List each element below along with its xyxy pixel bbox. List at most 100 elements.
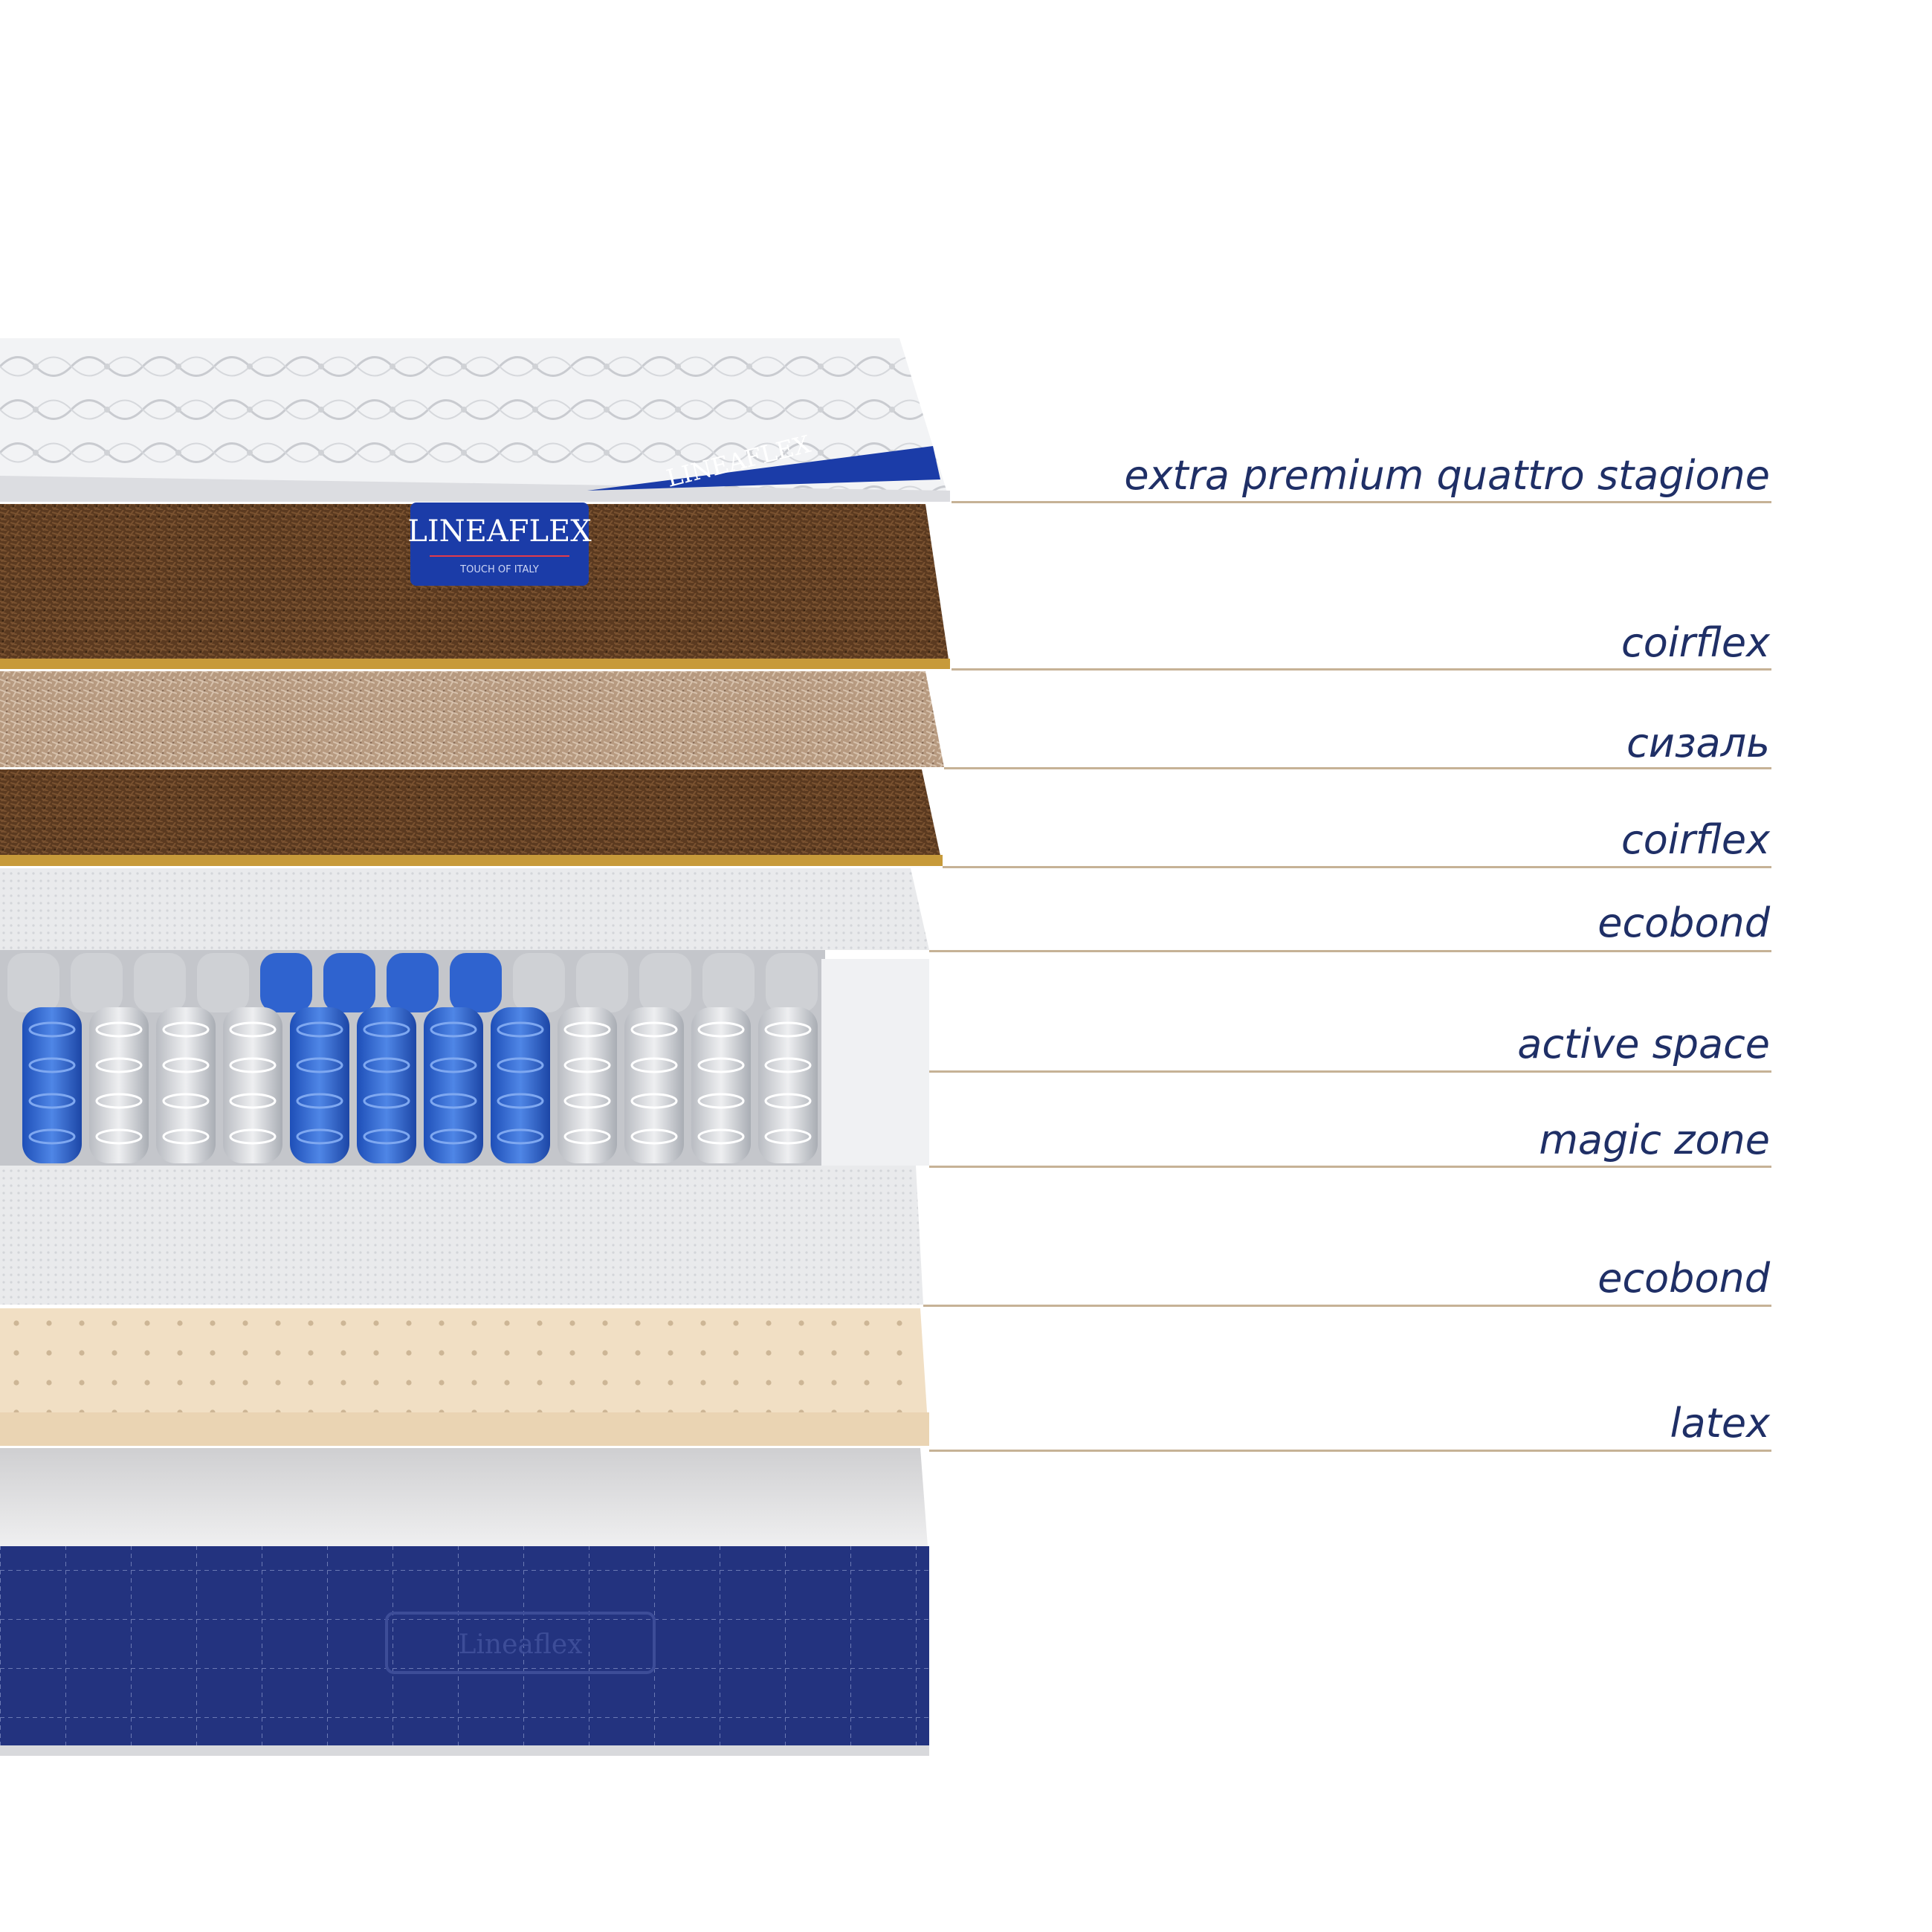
foam-edge: [821, 959, 929, 1166]
label-ecobond-1: ecobond: [1597, 899, 1770, 946]
spring-coil-ring: [363, 1093, 410, 1109]
spring-coil-ring: [563, 1021, 611, 1038]
spring-coil-ring: [563, 1057, 611, 1073]
layer-ecobond-1: [0, 868, 929, 950]
spring-coil: [89, 1007, 149, 1163]
spring-coil-ring: [764, 1021, 812, 1038]
leader-line-coirflex-2: [943, 866, 1771, 868]
label-coirflex-1: coirflex: [1621, 619, 1770, 666]
spring-coil-ring: [430, 1057, 477, 1073]
spring-coil-ring: [229, 1057, 277, 1073]
spring-coil-back: [197, 953, 249, 1012]
spring-coil-ring: [430, 1021, 477, 1038]
spring-coil-ring: [697, 1021, 745, 1038]
label-coirflex-2: coirflex: [1621, 816, 1770, 863]
spring-coil-ring: [162, 1093, 210, 1109]
spring-coil-ring: [95, 1093, 143, 1109]
layer-active-space: [0, 950, 929, 1166]
spring-coil-ring: [296, 1057, 343, 1073]
spring-coil-ring: [430, 1093, 477, 1109]
leader-line-quattro-stagione: [952, 501, 1771, 503]
base-emblem: Lineaflex: [459, 1629, 583, 1660]
spring-coil: [624, 1007, 684, 1163]
spring-coil-ring: [95, 1057, 143, 1073]
layer-sisal: [0, 671, 944, 767]
spring-coil-back: [450, 953, 502, 1012]
spring-coils: [7, 953, 818, 1163]
spring-coil-back: [702, 953, 755, 1012]
spring-coil-ring: [28, 1057, 76, 1073]
spring-coil-ring: [162, 1128, 210, 1145]
spring-coil-ring: [497, 1128, 544, 1145]
spring-coil-ring: [162, 1057, 210, 1073]
layer-coirflex-2: [0, 769, 943, 866]
label-sisal: сизаль: [1626, 720, 1770, 766]
spring-coil-ring: [697, 1128, 745, 1145]
spring-coil-ring: [296, 1021, 343, 1038]
spring-coil-ring: [363, 1021, 410, 1038]
spring-coil-ring: [764, 1057, 812, 1073]
layer-quattro-stagione: LINEAFLEX: [0, 338, 950, 502]
label-quattro-stagione: extra premium quattro stagione: [1124, 452, 1770, 499]
spring-coil-back: [134, 953, 186, 1012]
spring-coil-back: [71, 953, 123, 1012]
spring-coil-back: [513, 953, 565, 1012]
spring-coil-back: [639, 953, 691, 1012]
spring-coil-ring: [563, 1128, 611, 1145]
spring-coil-back: [7, 953, 59, 1012]
spring-coil-ring: [95, 1021, 143, 1038]
spring-coil-ring: [630, 1128, 678, 1145]
spring-coil: [491, 1007, 550, 1163]
brand-tag-name: LINEAFLEX: [407, 514, 592, 549]
leader-line-latex: [929, 1450, 1771, 1452]
label-active-space: active space: [1517, 1021, 1770, 1067]
spring-coil-back: [260, 953, 312, 1012]
spring-coil: [424, 1007, 483, 1163]
brand-tag-tagline: TOUCH OF ITALY: [459, 564, 539, 575]
layer-base: Lineaflex: [0, 1448, 929, 1756]
spring-coil-back: [387, 953, 439, 1012]
spring-coil-ring: [229, 1021, 277, 1038]
spring-coil-ring: [563, 1093, 611, 1109]
spring-coil-ring: [497, 1057, 544, 1073]
spring-coil-ring: [430, 1128, 477, 1145]
spring-coil-back: [766, 953, 818, 1012]
spring-coil-ring: [229, 1128, 277, 1145]
spring-coil-ring: [630, 1021, 678, 1038]
spring-coil-ring: [497, 1021, 544, 1038]
label-ecobond-2: ecobond: [1597, 1255, 1770, 1302]
spring-coil: [223, 1007, 282, 1163]
spring-coil: [22, 1007, 82, 1163]
spring-coil-ring: [497, 1093, 544, 1109]
spring-coil-ring: [229, 1093, 277, 1109]
spring-coil-ring: [630, 1057, 678, 1073]
spring-coil-back: [323, 953, 375, 1012]
label-magic-zone: magic zone: [1539, 1117, 1770, 1163]
leader-line-sisal: [944, 767, 1771, 769]
spring-coil-ring: [630, 1093, 678, 1109]
leader-line-ecobond-1: [929, 950, 1771, 952]
leader-line-ecobond-2: [923, 1305, 1771, 1307]
cover-corner-label: [587, 446, 940, 491]
spring-coil-ring: [764, 1093, 812, 1109]
spring-coil-ring: [363, 1057, 410, 1073]
spring-coil: [558, 1007, 617, 1163]
spring-coil: [691, 1007, 751, 1163]
spring-coil-ring: [697, 1093, 745, 1109]
spring-coil-ring: [28, 1093, 76, 1109]
leader-line-magic-zone: [929, 1166, 1771, 1168]
spring-coil-ring: [764, 1128, 812, 1145]
label-latex: latex: [1670, 1400, 1770, 1447]
spring-coil: [758, 1007, 818, 1163]
spring-coil-ring: [162, 1021, 210, 1038]
spring-coil-back: [576, 953, 628, 1012]
spring-coil-ring: [363, 1128, 410, 1145]
spring-coil-ring: [28, 1021, 76, 1038]
layer-coirflex-1: [0, 504, 950, 669]
layer-ecobond-2: [0, 1166, 923, 1305]
spring-coil-ring: [296, 1093, 343, 1109]
spring-coil: [290, 1007, 349, 1163]
spring-coil: [357, 1007, 416, 1163]
spring-coil: [156, 1007, 216, 1163]
